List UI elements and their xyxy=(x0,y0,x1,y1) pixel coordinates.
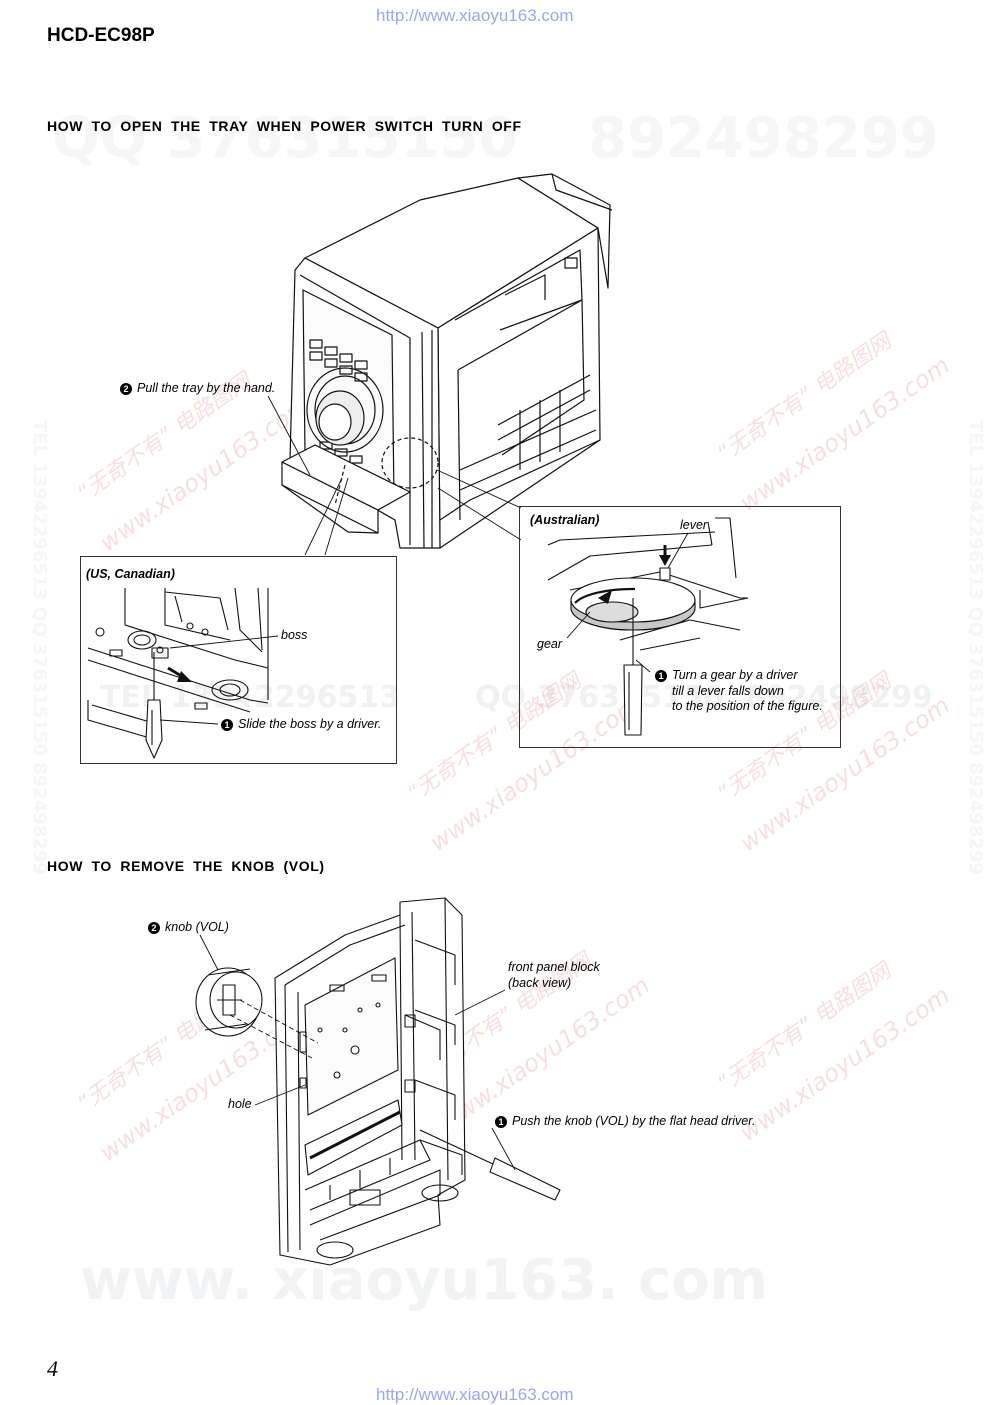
front-panel-block-label: front panel block (back view) xyxy=(508,960,600,991)
boss-label: boss xyxy=(281,628,308,642)
step-number-badge: 1 xyxy=(495,1116,507,1128)
gear-label: gear xyxy=(537,637,563,651)
model-number: HCD-EC98P xyxy=(47,25,155,46)
au-step1-turn-gear: 1 Turn a gear by a driver till a lever fa… xyxy=(655,668,823,715)
page-number: 4 xyxy=(47,1356,58,1381)
step2-text: Pull the tray by the hand. xyxy=(137,381,276,395)
bottom-url[interactable]: http://www.xiaoyu163.com xyxy=(376,1385,574,1404)
step-number-badge: 2 xyxy=(148,922,160,934)
au-step1-line1: 1 Turn a gear by a driver xyxy=(655,668,823,684)
step-number-badge: 2 xyxy=(120,383,132,395)
au-step1-line2: till a lever falls down xyxy=(672,683,784,698)
step-number-badge: 1 xyxy=(221,719,233,731)
push-knob-text: Push the knob (VOL) by the flat head dri… xyxy=(512,1114,756,1128)
watermark-number: 892498299 xyxy=(588,106,939,171)
hole-label: hole xyxy=(228,1097,252,1111)
step1-push-knob: 1 Push the knob (VOL) by the flat head dr… xyxy=(495,1114,755,1130)
au-step1-line3: to the position of the figure. xyxy=(672,699,823,713)
au-step1-text1: Turn a gear by a driver xyxy=(672,668,798,682)
australian-detail-box: (Australian) xyxy=(519,506,841,748)
front-panel-line1: front panel block xyxy=(508,960,600,974)
us-canadian-detail-box: (US, Canadian) xyxy=(80,556,397,764)
watermark-qq: QQ 376315150 xyxy=(52,106,518,171)
us-step1-text: Slide the boss by a driver. xyxy=(238,717,382,731)
watermark-mid-qq: QQ 376315150 xyxy=(475,680,725,715)
us-canadian-title: (US, Canadian) xyxy=(86,567,175,581)
australian-title: (Australian) xyxy=(530,513,600,527)
watermark-bottom: www. xiaoyu163. com xyxy=(80,1248,769,1313)
knob-vol-label: 2 knob (VOL) xyxy=(148,920,229,936)
watermark-mid-num: 892498299 xyxy=(745,680,933,715)
us-step1-slide-boss: 1 Slide the boss by a driver. xyxy=(221,717,381,733)
step-number-badge: 1 xyxy=(655,670,667,682)
knob-vol-text: knob (VOL) xyxy=(165,920,229,934)
top-url[interactable]: http://www.xiaoyu163.com xyxy=(376,6,574,25)
section-heading-remove-knob: HOW TO REMOVE THE KNOB (VOL) xyxy=(47,858,325,874)
step2-pull-tray: 2 Pull the tray by the hand. xyxy=(120,381,275,397)
lever-label: lever xyxy=(680,518,708,532)
front-panel-line2: (back view) xyxy=(508,975,572,990)
section-heading-open-tray: HOW TO OPEN THE TRAY WHEN POWER SWITCH T… xyxy=(47,118,522,134)
